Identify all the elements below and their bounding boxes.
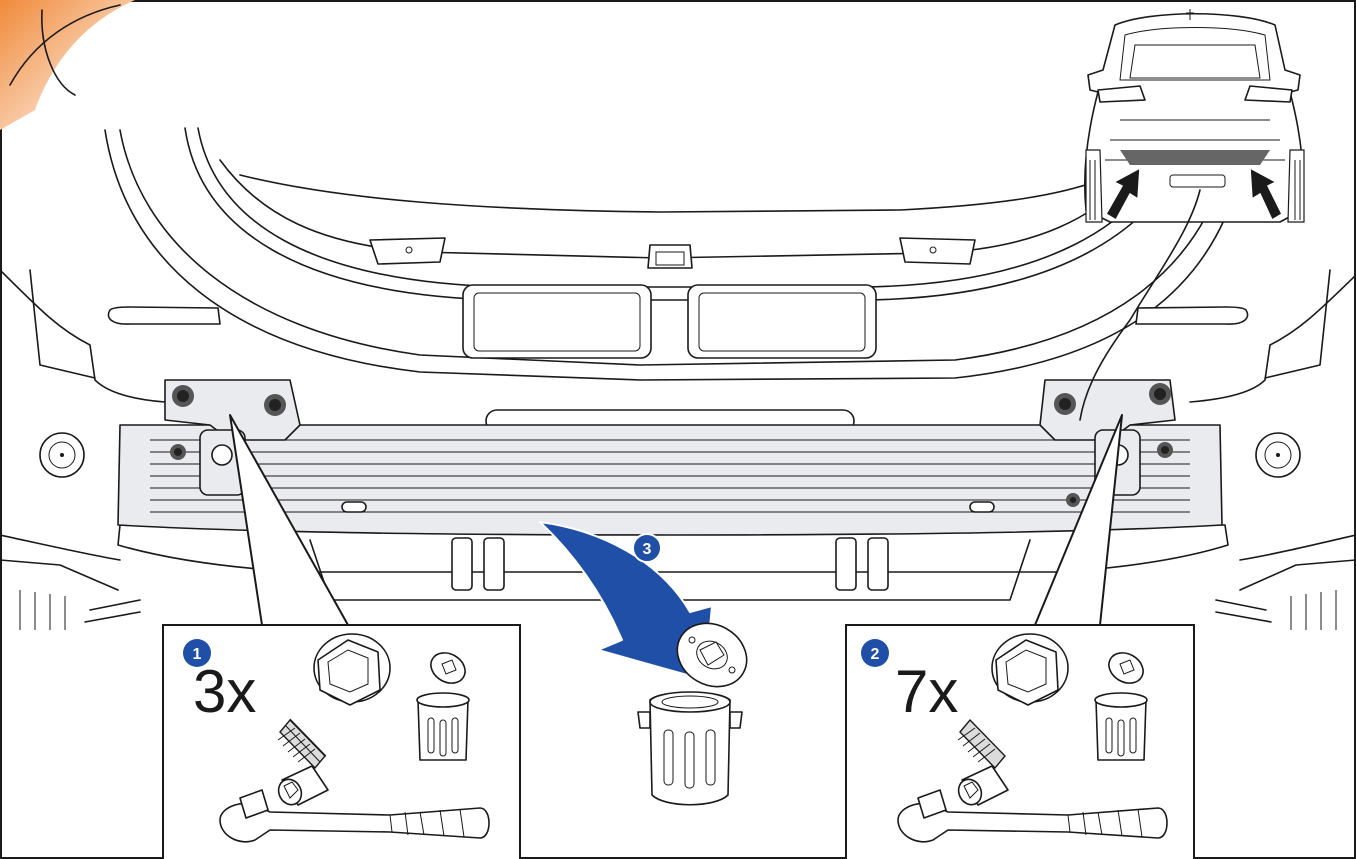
step-2-badge <box>861 639 889 667</box>
socket-icon <box>277 765 329 806</box>
step-2-quantity: 7x <box>895 658 958 725</box>
step-2-number: 2 <box>871 646 880 663</box>
vehicle-rear-body <box>0 127 1356 630</box>
clip-nut-icon <box>1094 652 1148 761</box>
reference-leader-line <box>1079 189 1201 421</box>
reference-vehicle-rear-view <box>1083 9 1305 223</box>
clip-nut-icon <box>637 622 748 806</box>
step-1-box: 1 3x <box>162 624 521 859</box>
step-1-quantity: 3x <box>193 658 256 725</box>
corner-tab <box>0 0 135 130</box>
clip-nut-icon <box>416 652 470 761</box>
step-3-badge <box>632 533 662 563</box>
step-1-badge <box>183 639 211 667</box>
step-3-group: 3 <box>539 521 748 806</box>
flange-bolt-icon <box>277 633 391 770</box>
location-arrow-left-icon <box>1104 166 1141 222</box>
flange-bolt-icon <box>957 633 1069 770</box>
socket-icon <box>957 765 1009 806</box>
location-arrow-right-icon <box>1249 166 1283 222</box>
step-1-number: 1 <box>193 646 202 663</box>
step-3-number: 3 <box>643 541 652 558</box>
beam-nuts <box>170 383 1173 507</box>
ratchet-icon <box>897 789 1168 843</box>
step-2-box: 2 7x <box>845 624 1195 859</box>
ratchet-icon <box>219 789 490 843</box>
